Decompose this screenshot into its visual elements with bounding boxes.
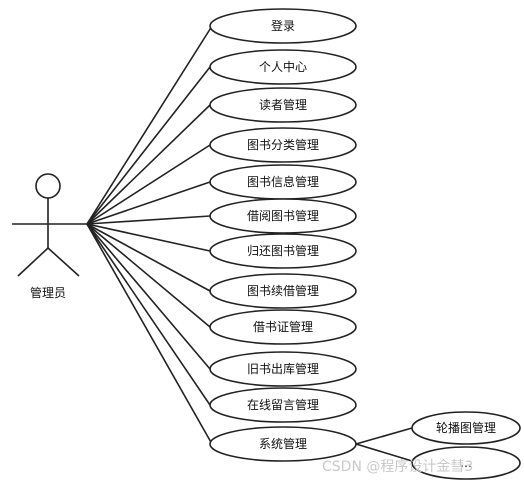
use-case: 图书信息管理 — [209, 164, 357, 200]
use-case: 图书续借管理 — [209, 273, 357, 309]
assoc-line — [86, 144, 211, 225]
use-case-label: 图书信息管理 — [247, 174, 319, 189]
use-case-label: 图书续借管理 — [247, 283, 319, 298]
use-case-label: 借阅图书管理 — [247, 208, 319, 223]
use-case: … — [411, 446, 521, 480]
use-case: 旧书出库管理 — [209, 351, 357, 387]
assoc-line — [86, 223, 211, 292]
use-case-label: 系统管理 — [259, 436, 307, 451]
assoc-line — [86, 215, 211, 225]
assoc-line — [86, 25, 213, 225]
use-case-label: … — [460, 456, 472, 470]
use-case-label: 借书证管理 — [253, 319, 313, 334]
actor-label: 管理员 — [30, 285, 66, 300]
use-case: 系统管理 — [209, 426, 357, 462]
assoc-line — [86, 104, 211, 225]
assoc-line — [355, 443, 413, 462]
use-case: 归还图书管理 — [209, 233, 357, 269]
use-case: 图书分类管理 — [209, 127, 357, 163]
use-case-label: 读者管理 — [259, 97, 307, 112]
use-case: 登录 — [209, 8, 357, 44]
use-cases: 登录 个人中心 读者管理 图书分类管理 图书信息管理 借阅图书管理 归还图书管理 — [209, 8, 357, 462]
assoc-line — [86, 223, 211, 406]
assoc-line — [355, 427, 413, 445]
stick-figure-icon — [12, 173, 87, 277]
use-case: 在线留言管理 — [209, 387, 357, 423]
use-case: 轮播图管理 — [411, 411, 521, 445]
watermark: CSDN @程序设计金彗3 — [322, 459, 473, 475]
use-case-label: 轮播图管理 — [436, 420, 496, 435]
assoc-line — [86, 223, 211, 370]
use-case-label: 归还图书管理 — [247, 243, 319, 258]
actor — [12, 173, 87, 277]
associations — [86, 25, 413, 462]
use-case: 借书证管理 — [209, 309, 357, 345]
assoc-line — [86, 223, 211, 252]
use-case: 个人中心 — [209, 49, 357, 85]
assoc-line — [86, 66, 211, 225]
use-case: 读者管理 — [209, 87, 357, 123]
assoc-line — [86, 223, 213, 445]
use-case: 借阅图书管理 — [209, 198, 357, 234]
assoc-line — [86, 223, 211, 328]
use-case-label: 图书分类管理 — [247, 137, 319, 152]
assoc-line — [86, 181, 211, 225]
use-case-label: 在线留言管理 — [247, 397, 319, 412]
use-case-label: 登录 — [271, 18, 295, 33]
use-case-label: 个人中心 — [259, 59, 307, 74]
use-case-label: 旧书出库管理 — [247, 361, 319, 376]
sub-use-cases: 轮播图管理 … — [411, 411, 521, 480]
